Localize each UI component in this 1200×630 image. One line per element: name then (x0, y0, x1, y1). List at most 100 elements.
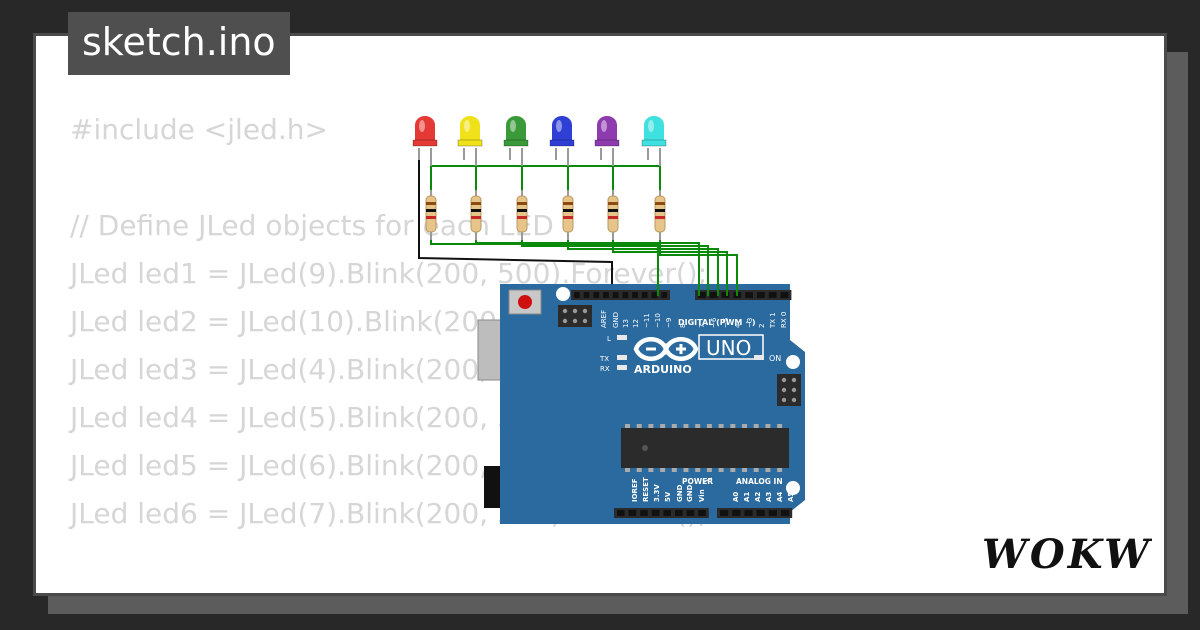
header-pin[interactable] (617, 510, 625, 516)
led-rim (641, 139, 667, 147)
header-pin[interactable] (583, 292, 590, 298)
resistor (470, 195, 482, 233)
resistor-band (426, 209, 436, 212)
header-pin[interactable] (628, 510, 637, 516)
pin-label: ~9 (665, 318, 673, 328)
chip-notch (642, 445, 648, 451)
header-pin[interactable] (574, 292, 580, 298)
led-rim (594, 139, 620, 147)
header-pin[interactable] (640, 510, 648, 516)
header-pin[interactable] (768, 510, 777, 516)
header-pin[interactable] (768, 292, 777, 298)
leds (412, 116, 667, 147)
on-label: ON (769, 354, 781, 363)
header-pin[interactable] (780, 292, 789, 298)
pin-label: RX 0 (780, 312, 788, 328)
header-pin[interactable] (603, 292, 609, 298)
code-line: #include <jled.h> (70, 113, 328, 146)
analog-header[interactable] (717, 508, 793, 518)
chip-pin (753, 424, 759, 428)
pin-label: ~10 (654, 313, 662, 328)
led-highlight (648, 120, 654, 132)
chip-pin (671, 468, 677, 472)
header-pin[interactable] (651, 292, 658, 298)
header-pin[interactable] (720, 510, 729, 516)
resistor-band (608, 209, 618, 212)
led-dome[interactable] (644, 116, 664, 134)
header-pin[interactable] (593, 292, 600, 298)
header-pin[interactable] (698, 292, 706, 298)
on-led (754, 355, 764, 360)
reset-button[interactable] (518, 295, 532, 309)
led-label-rx: RX (600, 365, 610, 373)
header-pin[interactable] (781, 510, 790, 516)
pin-label: 12 (632, 319, 640, 328)
header-pin[interactable] (632, 292, 638, 298)
led-dome[interactable] (552, 116, 572, 134)
signal-wire (659, 240, 738, 296)
led-dome[interactable] (597, 116, 617, 134)
wokwi-logo[interactable]: WOKWi (982, 530, 1152, 582)
chip-pin (660, 468, 666, 472)
digital-header-right[interactable] (695, 290, 792, 300)
resistor-band (563, 202, 573, 205)
header-strip (695, 290, 792, 300)
file-name-badge[interactable]: sketch.ino (68, 12, 290, 75)
pin-label: 2 (758, 324, 766, 328)
mount-hole (786, 481, 800, 495)
header-pin[interactable] (709, 292, 718, 298)
header-pin[interactable] (698, 510, 706, 516)
header-pin[interactable] (661, 292, 667, 298)
infinity-logo-icon (633, 337, 699, 361)
chip-pin (753, 468, 759, 472)
chip-pin (671, 424, 677, 428)
led-dome[interactable] (460, 116, 480, 134)
header-pin[interactable] (756, 510, 765, 516)
chip-pin (730, 424, 736, 428)
resistor-band (517, 216, 527, 219)
icsp-header-2 (777, 374, 801, 406)
chip-pin (648, 424, 654, 428)
pin-label: ~5 (722, 318, 730, 328)
led-rim (457, 139, 483, 147)
resistor (562, 195, 574, 233)
pin-label: A3 (765, 492, 773, 502)
pin-label: AREF (600, 310, 608, 328)
header-pin[interactable] (663, 510, 671, 516)
digital-header-left[interactable] (571, 290, 670, 300)
mount-hole (786, 355, 800, 369)
pin-label: IOREF (631, 478, 639, 502)
led-rim (503, 139, 529, 147)
icsp-header (558, 305, 592, 327)
header-pin[interactable] (745, 292, 753, 298)
header-pin[interactable] (622, 292, 629, 298)
header-pin[interactable] (757, 292, 765, 298)
chip-pin (625, 424, 630, 428)
header-pin[interactable] (612, 292, 619, 298)
power-label: POWER (682, 477, 713, 486)
resistor-band (608, 216, 618, 219)
chip-pin (777, 424, 783, 428)
pin-label: RESET (642, 477, 650, 502)
chip-pin (625, 468, 630, 472)
analog-label: ANALOG IN (736, 477, 783, 486)
header-pin[interactable] (651, 510, 660, 516)
header-pin[interactable] (732, 510, 741, 516)
resistor-band (563, 216, 573, 219)
header-pin[interactable] (675, 510, 683, 516)
pin-label: GND (612, 312, 620, 328)
led-dome[interactable] (506, 116, 526, 134)
brand-text: ARDUINO (634, 363, 692, 376)
led-dome[interactable] (415, 116, 435, 134)
chip-pin (636, 468, 642, 472)
header-pin[interactable] (721, 292, 730, 298)
header-pin[interactable] (686, 510, 695, 516)
power-header[interactable] (614, 508, 709, 518)
pin-label: 8 (679, 324, 687, 328)
header-pin[interactable] (641, 292, 648, 298)
header-pin[interactable] (744, 510, 753, 516)
chip-pin (683, 424, 689, 428)
